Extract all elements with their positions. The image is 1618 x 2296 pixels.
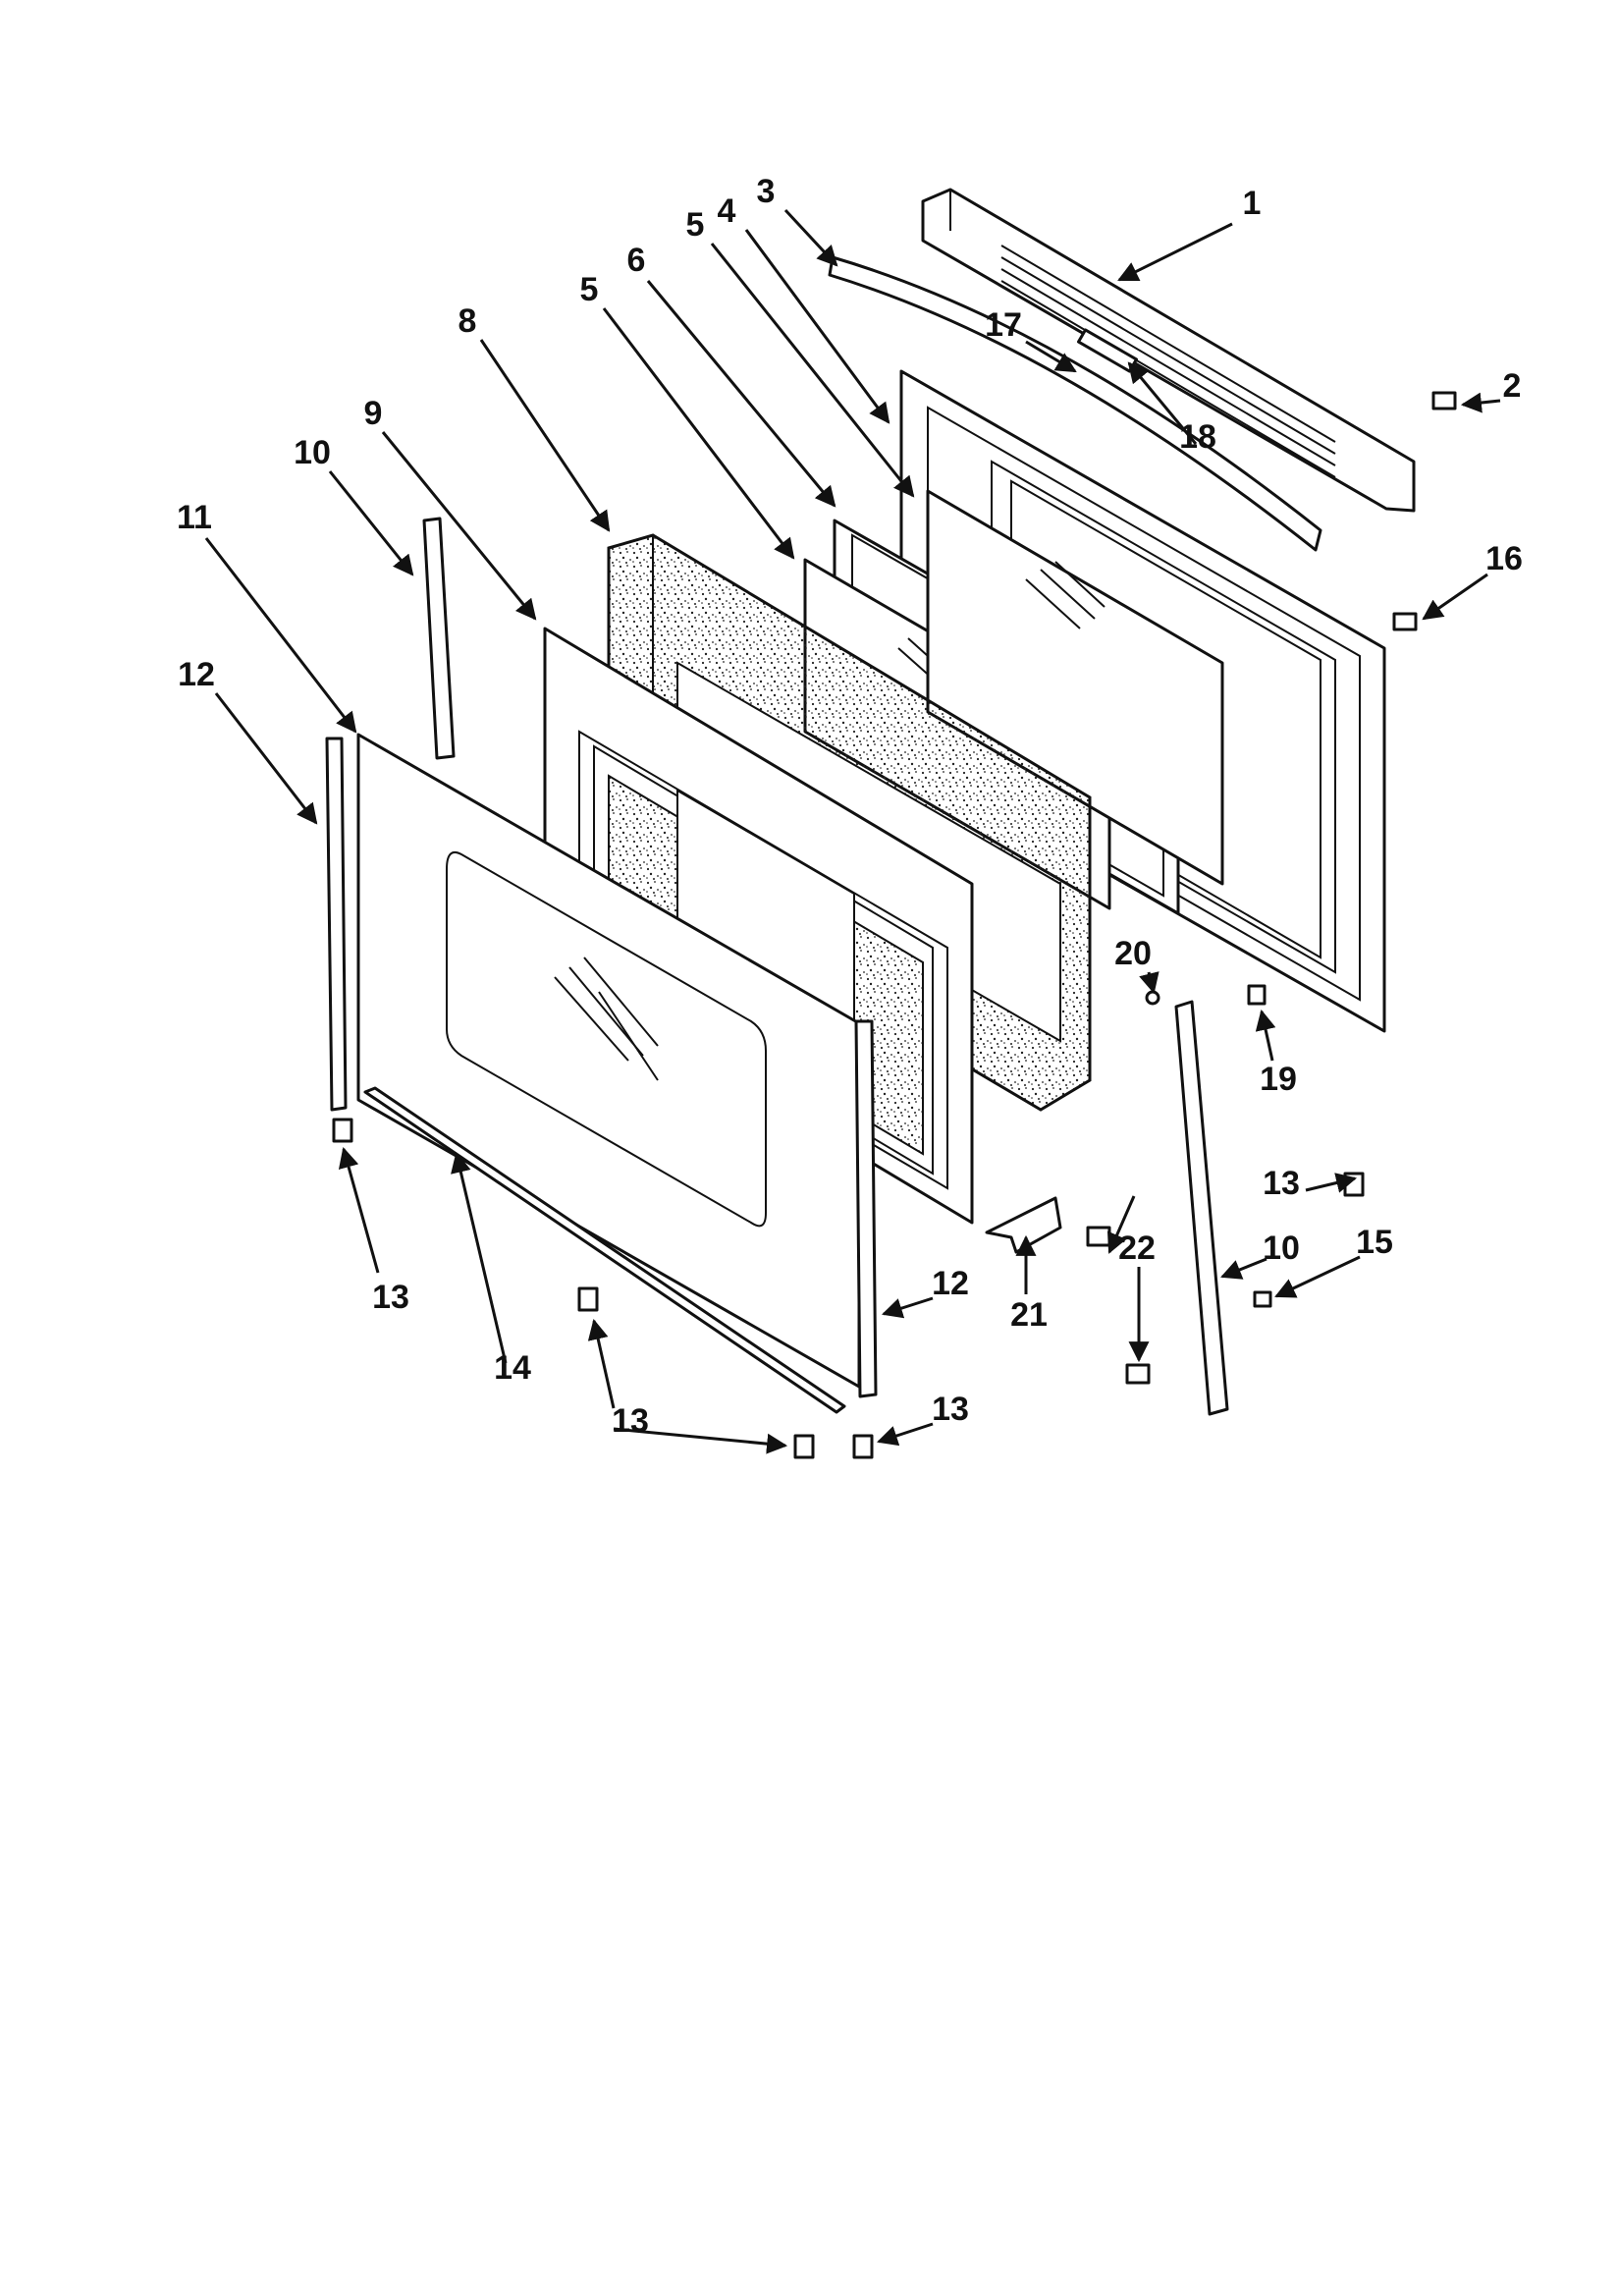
callout-c18: 18 [1179,418,1216,456]
callout-c6: 6 [627,242,646,279]
part-hinge-bracket [985,1196,1062,1254]
callout-c5b: 5 [580,271,599,308]
part-vent-trim [921,188,1416,513]
callout-c10a: 10 [294,434,331,471]
callout-c12b: 12 [932,1265,969,1302]
callout-c14: 14 [494,1349,531,1387]
callout-c13c: 13 [932,1391,969,1428]
part-glass-panel-front [926,489,1224,886]
callout-c11: 11 [177,499,212,536]
part-side-trim-right [854,1019,878,1398]
part-bottom-trim [363,1086,846,1414]
part-hinge-channel-left [422,517,456,760]
callout-c12a: 12 [178,656,215,693]
callout-c10b: 10 [1263,1230,1300,1267]
callout-c20: 20 [1114,935,1152,972]
part-side-trim-left [325,737,348,1112]
callout-c13b: 13 [612,1402,649,1440]
callout-c13d: 13 [1263,1165,1300,1202]
callout-c1: 1 [1243,185,1262,222]
callout-c3: 3 [757,173,776,210]
callout-c13a: 13 [372,1279,409,1316]
callout-c21: 21 [1010,1296,1048,1334]
callout-c2: 2 [1503,367,1522,405]
callout-c15: 15 [1356,1224,1393,1261]
part-screws [332,328,1457,1459]
callout-c16: 16 [1485,540,1523,577]
callout-c19: 19 [1260,1061,1297,1098]
leader-lines [204,208,1501,1454]
callout-c22: 22 [1118,1230,1156,1267]
callout-c17: 17 [985,306,1022,344]
callout-c9: 9 [364,395,383,432]
callout-c8: 8 [458,302,477,340]
part-hinge-channel-right [1174,1000,1229,1416]
callout-c5a: 5 [686,206,705,244]
part-handle-rail [828,255,1322,552]
callout-c4: 4 [718,192,736,230]
